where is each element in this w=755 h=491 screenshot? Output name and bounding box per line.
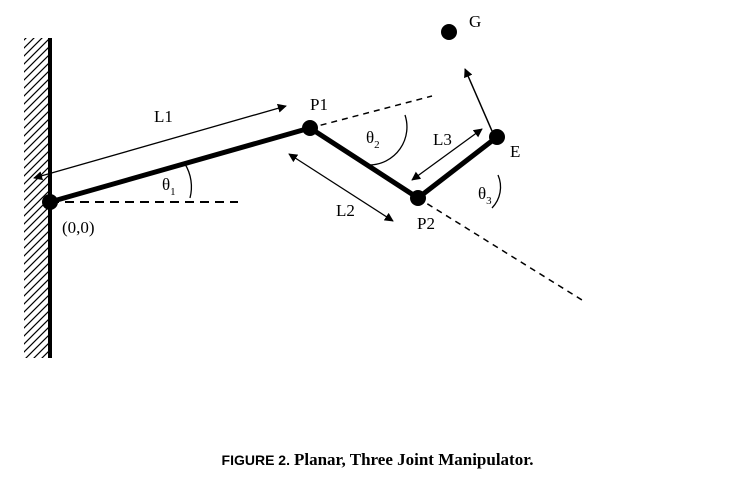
link1-extension-dashed — [309, 95, 433, 129]
l2-arrow — [288, 153, 394, 222]
end-effector-label: E — [510, 142, 520, 161]
manipulator-links — [49, 125, 499, 205]
link2-extension-dashed — [417, 197, 583, 301]
goal-label: G — [469, 12, 481, 31]
p2-label: P2 — [417, 214, 435, 233]
l1-arrow — [33, 103, 287, 181]
theta1-label: θ1 — [162, 175, 176, 198]
figure-caption: FIGURE 2. Planar, Three Joint Manipulato… — [0, 450, 755, 470]
joint-p1 — [302, 120, 318, 136]
l1-label: L1 — [154, 107, 173, 126]
p1-label: P1 — [310, 95, 328, 114]
l3-label: L3 — [433, 130, 452, 149]
theta2-label: θ2 — [366, 128, 380, 151]
figure-title: Planar, Three Joint Manipulator. — [294, 450, 534, 469]
l2-label: L2 — [336, 201, 355, 220]
end-effector-direction-arrow — [464, 68, 493, 132]
theta1-arc — [184, 163, 193, 199]
end-effector — [489, 129, 505, 145]
theta3-label: θ3 — [478, 184, 492, 207]
goal-point — [441, 24, 457, 40]
figure-number: FIGURE 2. — [221, 452, 290, 468]
origin-joint — [42, 194, 58, 210]
origin-label: (0,0) — [62, 218, 95, 237]
joint-p2 — [410, 190, 426, 206]
l3-arrow — [411, 128, 483, 181]
theta3-arc — [491, 174, 502, 209]
